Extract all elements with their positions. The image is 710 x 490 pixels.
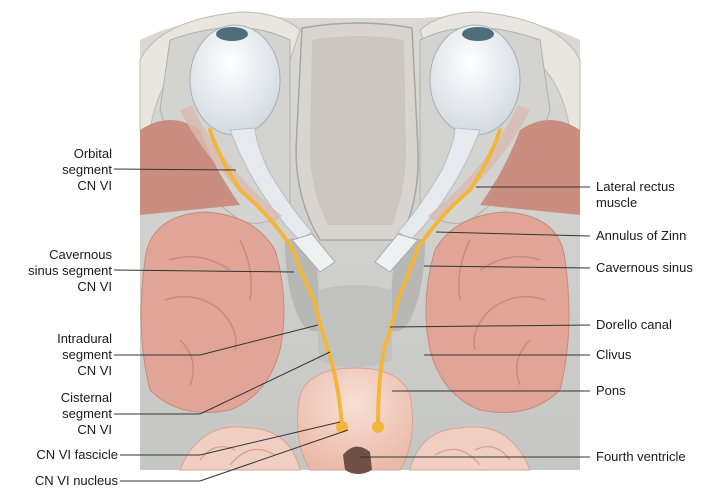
label-line: Dorello canal [596, 317, 672, 333]
label-line: CN VI fascicle [36, 447, 118, 463]
label-cavernous-sinus-segment: Cavernous sinus segment CN VI [28, 247, 112, 295]
fourth-ventricle [343, 447, 372, 474]
label-line: Cavernous sinus [596, 260, 693, 276]
label-line: CN VI [57, 363, 112, 379]
label-lateral-rectus-muscle: Lateral rectus muscle [596, 179, 675, 211]
label-line: Intradural [57, 331, 112, 347]
label-line: CN VI [61, 422, 112, 438]
label-line: Cavernous [28, 247, 112, 263]
label-line: Cisternal [61, 390, 112, 406]
label-line: Annulus of Zinn [596, 228, 686, 244]
label-cn-vi-fascicle: CN VI fascicle [36, 447, 118, 463]
label-line: Pons [596, 383, 626, 399]
label-fourth-ventricle: Fourth ventricle [596, 449, 686, 465]
right-iris [462, 27, 494, 41]
label-line: Fourth ventricle [596, 449, 686, 465]
label-line: Clivus [596, 347, 631, 363]
label-orbital-segment: Orbital segment CN VI [62, 146, 112, 194]
label-line: Orbital [62, 146, 112, 162]
label-cisternal-segment: Cisternal segment CN VI [61, 390, 112, 438]
ethmoid-inner [310, 36, 406, 225]
right-temporal-lobe [426, 212, 569, 413]
label-line: sinus segment [28, 263, 112, 279]
left-temporal-lobe [141, 212, 284, 413]
label-cavernous-sinus: Cavernous sinus [596, 260, 693, 276]
label-intradural-segment: Intradural segment CN VI [57, 331, 112, 379]
label-annulus-of-zinn: Annulus of Zinn [596, 228, 686, 244]
label-cn-vi-nucleus: CN VI nucleus [35, 473, 118, 489]
left-eyeball [190, 25, 280, 135]
label-line: CN VI nucleus [35, 473, 118, 489]
label-line: CN VI [28, 279, 112, 295]
right-eyeball [430, 25, 520, 135]
label-line: Lateral rectus [596, 179, 675, 195]
left-iris [216, 27, 248, 41]
label-pons: Pons [596, 383, 626, 399]
label-line: muscle [596, 195, 675, 211]
label-line: segment [62, 162, 112, 178]
label-clivus: Clivus [596, 347, 631, 363]
label-dorello-canal: Dorello canal [596, 317, 672, 333]
label-line: CN VI [62, 178, 112, 194]
right-cn-vi-nucleus [372, 421, 384, 433]
label-line: segment [61, 406, 112, 422]
label-line: segment [57, 347, 112, 363]
